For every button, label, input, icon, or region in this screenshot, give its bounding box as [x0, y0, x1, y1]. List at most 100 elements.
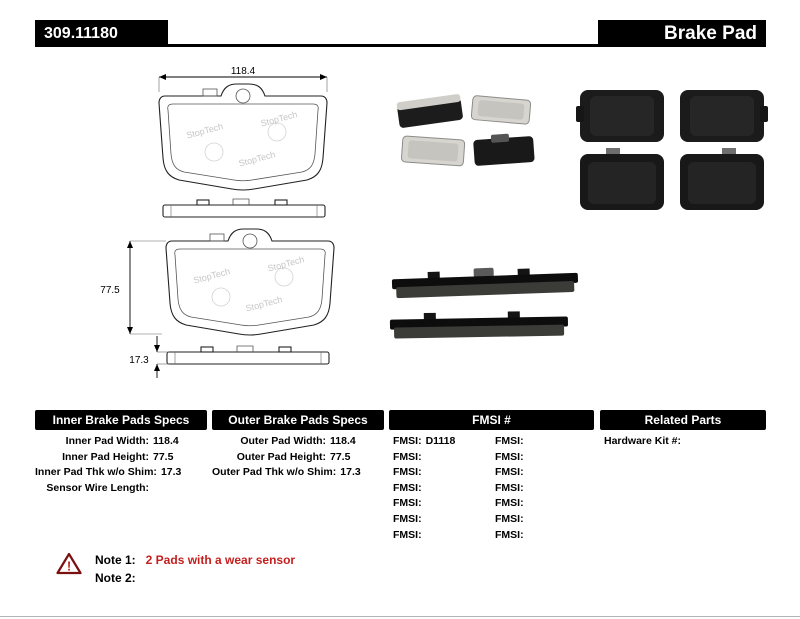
fmsi-cell: FMSI: [495, 481, 594, 497]
outer-specs-table: Outer Brake Pads Specs Outer Pad Width: … [212, 410, 384, 481]
header-rule [35, 44, 766, 47]
table-row: FMSI: FMSI: [389, 528, 594, 544]
fmsi-label: FMSI: [495, 435, 524, 447]
technical-drawings: StopTech StopTech StopTech 118.4 [100, 66, 335, 378]
page-header: 309.11180 Brake Pad [35, 20, 766, 47]
fmsi-label: FMSI: [393, 497, 422, 510]
fmsi-label: FMSI: [393, 481, 422, 494]
note-2-label: Note 2: [95, 571, 136, 585]
fmsi-cell: FMSI: [389, 496, 495, 512]
product-name: Brake Pad [598, 20, 766, 47]
fmsi-label: FMSI: [393, 450, 422, 463]
fmsi-label: FMSI: [495, 450, 524, 463]
height-dimension-label: 77.5 [100, 285, 120, 296]
width-dimension-label: 118.4 [231, 66, 256, 77]
fmsi-cell: FMSI: [495, 450, 594, 466]
spec-label: Inner Pad Thk w/o Shim: [35, 466, 157, 478]
backing-plate-photo [680, 90, 768, 142]
spec-value [149, 481, 207, 497]
related-parts-table: Related Parts Hardware Kit #: [600, 410, 766, 450]
note-lines: Note 1: 2 Pads with a wear sensor Note 2: [95, 551, 295, 587]
pad-edge-photo [389, 311, 568, 339]
table-row: Outer Pad Thk w/o Shim: 17.3 [212, 465, 384, 481]
table-row: Outer Pad Width: 118.4 [212, 434, 384, 450]
backing-plate-photo [680, 148, 764, 210]
table-row: FMSI:D1118 FMSI: [389, 434, 594, 450]
note-1-text: 2 Pads with a wear sensor [145, 553, 296, 567]
pad-edge-photo [391, 267, 579, 299]
fmsi-cell: FMSI: [495, 528, 594, 544]
spec-label: Inner Pad Width: [65, 435, 149, 447]
fmsi-cell: FMSI: [495, 512, 594, 528]
pad-plan-drawing-bottom [165, 228, 335, 336]
spec-label: Outer Pad Width: [240, 435, 326, 447]
fmsi-cell: FMSI: [389, 465, 495, 481]
fmsi-label: FMSI: [495, 466, 524, 479]
table-row: FMSI: FMSI: [389, 481, 594, 497]
spec-label: Outer Pad Height: [236, 450, 326, 463]
table-row: Hardware Kit #: [600, 434, 766, 450]
spec-value: 17.3 [340, 466, 361, 478]
spec-label: Outer Pad Thk w/o Shim: [212, 466, 337, 478]
table-row: Outer Pad Height: 77.5 [212, 450, 384, 466]
fmsi-cell: FMSI: [495, 434, 594, 450]
fmsi-label: FMSI: [495, 481, 524, 494]
pad-photo-back [396, 94, 463, 128]
table-row: FMSI: FMSI: [389, 450, 594, 466]
spec-value: 77.5 [153, 450, 174, 463]
backing-plate-photo [580, 148, 664, 210]
fmsi-cell: FMSI: [389, 512, 495, 528]
outer-specs-header: Outer Brake Pads Specs [212, 410, 384, 430]
note-1-label: Note 1: [95, 553, 136, 567]
table-row: Inner Pad Width: 118.4 [35, 434, 207, 450]
table-row: Sensor Wire Length: [35, 481, 207, 497]
warning-exclamation: ! [67, 559, 71, 574]
thickness-dimension: 17.3 [129, 336, 169, 378]
fmsi-cell: FMSI: [389, 450, 495, 466]
photo-pads-angled [396, 94, 535, 167]
fmsi-label: FMSI: [495, 528, 524, 541]
spec-label: Inner Pad Height: [62, 450, 149, 463]
related-parts-header: Related Parts [600, 410, 766, 430]
fmsi-label: FMSI: [393, 512, 422, 525]
fmsi-label: FMSI: [495, 497, 524, 510]
pad-photo-friction [401, 135, 466, 167]
fmsi-cell: FMSI:D1118 [389, 434, 495, 450]
table-row: FMSI: FMSI: [389, 496, 594, 512]
fmsi-header: FMSI # [389, 410, 594, 430]
notes-section: ! Note 1: 2 Pads with a wear sensor Note … [56, 551, 295, 587]
pad-edge-drawing-top [162, 198, 326, 218]
backing-plate-photo [576, 90, 664, 142]
spec-value: 17.3 [160, 466, 182, 478]
note-1: Note 1: 2 Pads with a wear sensor [95, 551, 295, 569]
pad-plan-drawing-top [158, 83, 328, 191]
fmsi-value: D1118 [425, 435, 456, 447]
inner-specs-table: Inner Brake Pads Specs Inner Pad Width: … [35, 410, 207, 496]
photo-backing-plates [576, 90, 768, 210]
pad-photo-back [473, 133, 535, 166]
fmsi-label: FMSI: [393, 528, 422, 541]
fmsi-label: FMSI: [393, 466, 422, 479]
table-row: Inner Pad Thk w/o Shim: 17.3 [35, 465, 207, 481]
height-dimension: 77.5 [100, 240, 166, 335]
table-row: FMSI: FMSI: [389, 465, 594, 481]
spec-value: 118.4 [153, 435, 179, 447]
part-number: 309.11180 [35, 20, 168, 47]
inner-specs-header: Inner Brake Pads Specs [35, 410, 207, 430]
note-2: Note 2: [95, 569, 295, 587]
photo-pad-edges [389, 267, 579, 339]
width-dimension: 118.4 [158, 66, 328, 92]
spec-value: 77.5 [330, 450, 351, 463]
fmsi-label: FMSI: [495, 512, 524, 525]
fmsi-table: FMSI # FMSI:D1118 FMSI: FMSI: FMSI: FMSI… [389, 410, 594, 543]
fmsi-cell: FMSI: [389, 481, 495, 497]
fmsi-cell: FMSI: [495, 465, 594, 481]
warning-icon: ! [56, 552, 82, 575]
fmsi-cell: FMSI: [495, 496, 594, 512]
fmsi-label: FMSI: [393, 435, 422, 447]
spec-value: 118.4 [330, 435, 356, 447]
table-row: FMSI: FMSI: [389, 512, 594, 528]
table-row: Inner Pad Height: 77.5 [35, 450, 207, 466]
page-bottom-rule [0, 616, 800, 617]
thickness-dimension-label: 17.3 [129, 355, 149, 366]
